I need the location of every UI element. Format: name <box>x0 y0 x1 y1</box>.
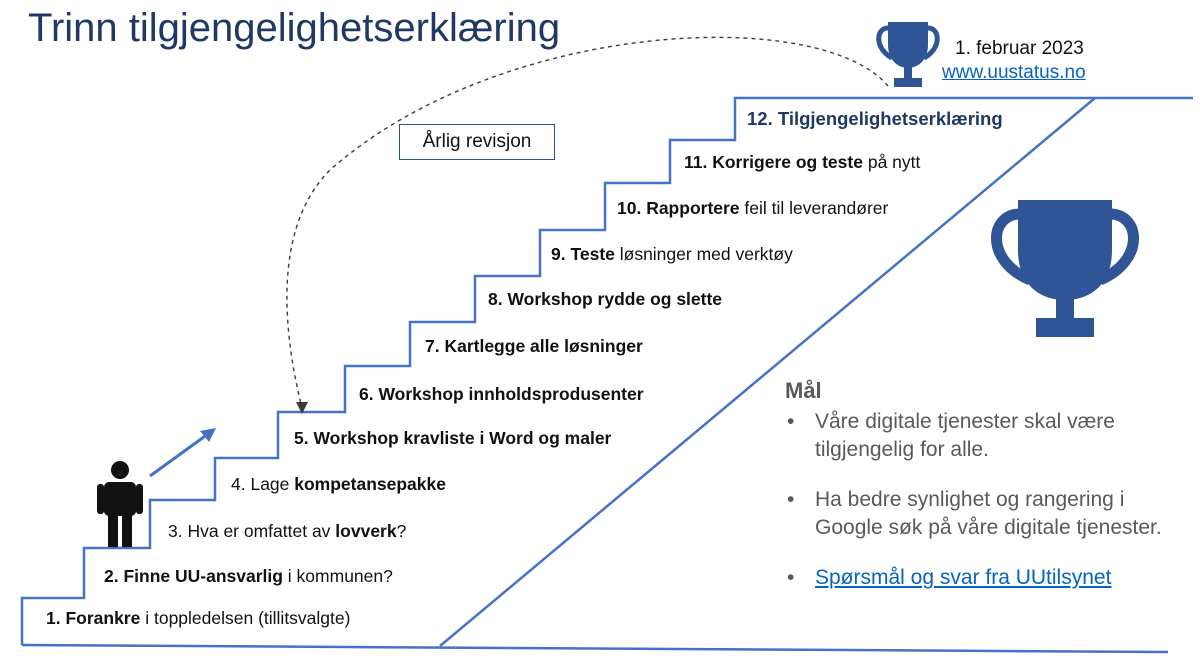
step-1-bold: 1. Forankre <box>46 608 141 628</box>
base-line <box>21 643 1169 654</box>
person-icon <box>97 461 143 547</box>
step-6: 6. Workshop innholdsprodusenter <box>359 384 644 405</box>
step-3: 3. Hva er omfattet av lovverk? <box>168 521 406 542</box>
step-3-pre: 3. Hva er omfattet av <box>168 521 336 541</box>
uustatus-link[interactable]: www.uustatus.no <box>942 62 1086 83</box>
goal-item: • Våre digitale tjenester skal være tilg… <box>785 408 1195 464</box>
step-3-rest: ? <box>396 521 407 541</box>
bullet-icon: • <box>787 410 795 433</box>
goals-heading: Mål <box>785 378 822 403</box>
step-12: 12. Tilgjengelighetserklæring <box>747 108 1003 129</box>
staircase-outline <box>20 96 1193 645</box>
step-2: 2. Finne UU-ansvarlig i kommunen? <box>104 566 393 587</box>
step-1: 1. Forankre i toppledelsen (tillitsvalgt… <box>46 608 350 629</box>
date-label: 1. februar 2023 <box>955 38 1084 59</box>
arrow-up-right-icon <box>149 428 216 478</box>
step-4: 4. Lage kompetansepakke <box>231 474 446 495</box>
step-8-bold: 8. Workshop rydde og slette <box>488 289 723 309</box>
step-10-rest: feil til leverandører <box>739 198 889 218</box>
goal-text: Ha bedre synlighet og rangering i Google… <box>815 488 1162 539</box>
step-7: 7. Kartlegge alle løsninger <box>425 336 643 357</box>
step-2-bold: 2. Finne UU-ansvarlig <box>104 566 283 586</box>
step-2-rest: i kommunen? <box>282 566 393 586</box>
goal-text: Våre digitale tjenester skal være tilgje… <box>815 410 1115 461</box>
step-9-bold: 9. Teste <box>551 244 615 264</box>
goal-item: • Ha bedre synlighet og rangering i Goog… <box>785 486 1195 542</box>
goal-item: • Spørsmål og svar fra UUtilsynet <box>785 564 1195 592</box>
page-title: Trinn tilgjengelighetserklæring <box>28 6 561 50</box>
goals-section: Mål • Våre digitale tjenester skal være … <box>785 378 1195 614</box>
step-10-bold: 10. Rapportere <box>617 198 740 218</box>
step-4-bold: kompetansepakke <box>294 474 446 494</box>
step-11-bold: 11. Korrigere og teste <box>684 152 863 172</box>
bullet-icon: • <box>787 566 795 589</box>
step-7-bold: 7. Kartlegge alle løsninger <box>425 336 643 356</box>
step-5: 5. Workshop kravliste i Word og maler <box>294 428 611 449</box>
step-4-pre: 4. Lage <box>231 474 295 494</box>
diagonal-line <box>439 97 1096 647</box>
step-11-rest: på nytt <box>862 152 921 172</box>
revision-arrowhead <box>296 402 308 414</box>
step-8: 8. Workshop rydde og slette <box>488 289 722 310</box>
step-3-bold: lovverk <box>335 521 397 541</box>
step-1-rest: i toppledelsen (tillitsvalgte) <box>140 608 351 628</box>
bullet-icon: • <box>787 488 795 511</box>
annual-revision-label: Årlig revisjon <box>399 124 555 160</box>
step-9-rest: løsninger med verktøy <box>614 244 793 264</box>
step-5-bold: 5. Workshop kravliste i Word og maler <box>294 428 612 448</box>
step-11: 11. Korrigere og teste på nytt <box>684 152 920 173</box>
step-10: 10. Rapportere feil til leverandører <box>617 198 888 219</box>
revision-curve <box>286 36 889 409</box>
step-6-bold: 6. Workshop innholdsprodusenter <box>359 384 644 404</box>
step-9: 9. Teste løsninger med verktøy <box>551 244 793 265</box>
uutilsynet-faq-link[interactable]: Spørsmål og svar fra UUtilsynet <box>815 566 1112 589</box>
trophy-icon <box>991 200 1139 337</box>
trophy-icon <box>876 22 940 87</box>
